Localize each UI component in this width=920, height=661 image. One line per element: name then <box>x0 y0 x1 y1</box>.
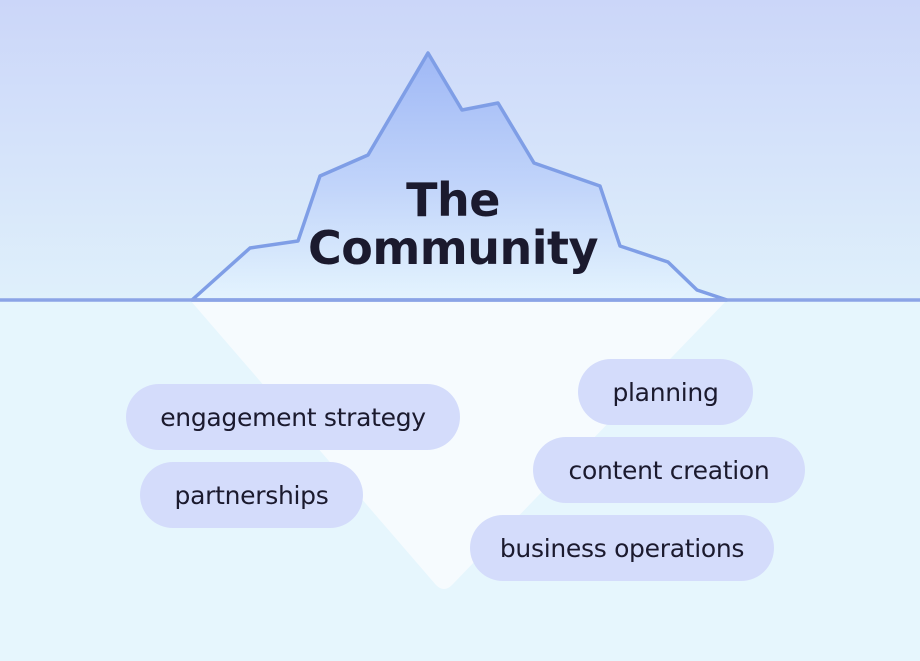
label-business-operations: business operations <box>470 515 774 581</box>
label-content-creation: content creation <box>533 437 805 503</box>
label-planning: planning <box>578 359 753 425</box>
iceberg-above-water-shape <box>190 51 729 302</box>
label-partnerships: partnerships <box>140 462 363 528</box>
title-line-2: Community <box>308 221 598 275</box>
label-engagement-strategy: engagement strategy <box>126 384 460 450</box>
iceberg-title: The Community <box>260 176 646 272</box>
title-line-1: The <box>406 173 500 227</box>
